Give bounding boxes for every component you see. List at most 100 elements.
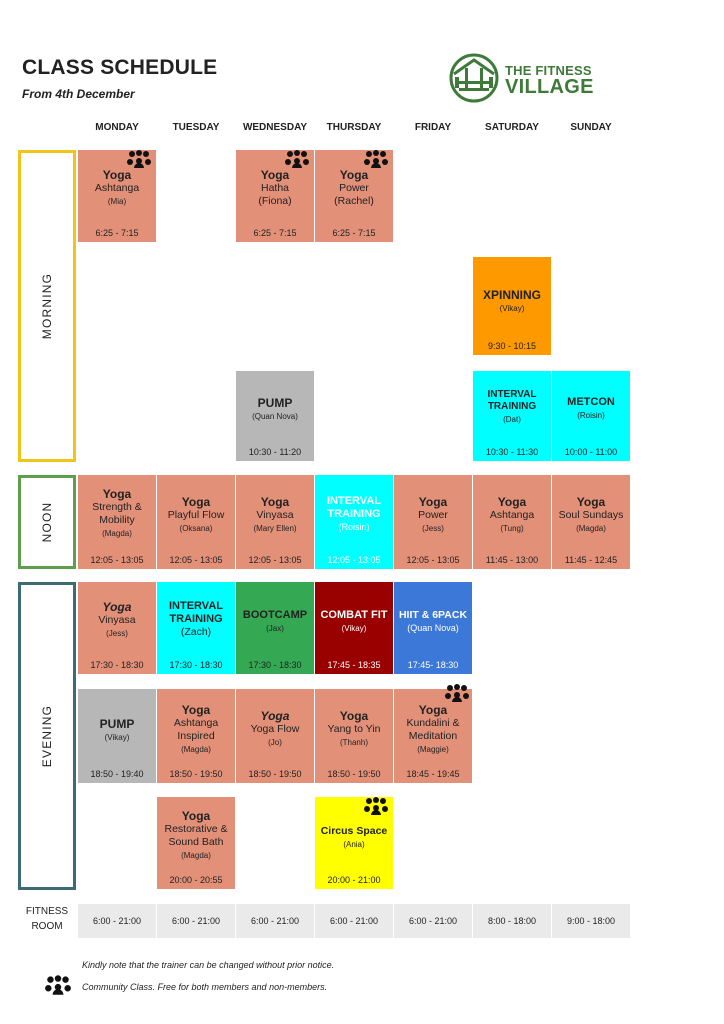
- page-title: CLASS SCHEDULE: [22, 56, 218, 79]
- class-name: INTERVAL TRAINING: [327, 495, 381, 520]
- community-class-icon: [285, 150, 309, 168]
- class-card[interactable]: XPINNING (Vikay) 9:30 - 10:15: [473, 257, 551, 355]
- class-trainer: (Rachel): [334, 195, 374, 207]
- class-card[interactable]: Yoga Hatha (Fiona) 6:25 - 7:15: [236, 150, 314, 242]
- class-time: 12:05 - 13:05: [169, 555, 223, 565]
- class-style: Hatha: [260, 182, 290, 194]
- class-card[interactable]: COMBAT FIT (Vikay) 17:45 - 18:35: [315, 582, 393, 674]
- fitness-room-hours-tuesday: 6:00 - 21:00: [157, 904, 235, 938]
- day-header-monday: MONDAY: [95, 122, 139, 133]
- class-trainer: (Mary Ellen): [253, 524, 297, 533]
- class-trainer: (Vikay): [104, 733, 130, 742]
- fitness-room-hours-monday: 6:00 - 21:00: [78, 904, 156, 938]
- class-card[interactable]: Yoga Ashtanga (Tung) 11:45 - 13:00: [473, 475, 551, 569]
- fitness-room-hours-thursday: 6:00 - 21:00: [315, 904, 393, 938]
- class-time: 11:45 - 12:45: [564, 555, 618, 565]
- class-card[interactable]: Yoga Playful Flow (Oksana) 12:05 - 13:05: [157, 475, 235, 569]
- class-time: 20:00 - 20:55: [169, 875, 223, 885]
- class-trainer: (Vikay): [499, 304, 525, 313]
- class-trainer: (Magda): [181, 745, 211, 754]
- class-trainer: (Fiona): [258, 195, 292, 207]
- section-noon: NOON: [18, 475, 76, 569]
- class-card[interactable]: METCON (Roisin) 10:00 - 11:00: [552, 371, 630, 461]
- class-card[interactable]: Yoga Ashtanga Inspired (Magda) 18:50 - 1…: [157, 689, 235, 783]
- class-card[interactable]: Yoga Vinyasa (Mary Ellen) 12:05 - 13:05: [236, 475, 314, 569]
- class-style: Strength & Mobility: [92, 501, 142, 526]
- class-card[interactable]: Circus Space (Ania) 20:00 - 21:00: [315, 797, 393, 889]
- community-class-note: Community Class. Free for both members a…: [82, 982, 328, 992]
- class-card[interactable]: Yoga Kundalini & Meditation (Maggie) 18:…: [394, 684, 472, 783]
- class-trainer: (Roisin): [577, 411, 605, 420]
- fitness-room-label-line1: FITNESS: [25, 906, 69, 917]
- class-card[interactable]: PUMP (Vikay) 18:50 - 19:40: [78, 689, 156, 783]
- class-name: Yoga: [418, 495, 448, 509]
- class-card[interactable]: Yoga Ashtanga (Mia) 6:25 - 7:15: [78, 150, 156, 242]
- class-trainer: (Oksana): [179, 524, 213, 533]
- class-trainer: (Magda): [576, 524, 606, 533]
- class-name: Yoga: [260, 495, 290, 509]
- class-card[interactable]: Yoga Restorative & Sound Bath (Magda) 20…: [157, 797, 235, 889]
- class-time: 17:30 - 18:30: [248, 660, 302, 670]
- class-style: Power: [339, 182, 369, 194]
- class-time: 10:30 - 11:20: [248, 447, 302, 457]
- class-card[interactable]: Yoga Strength & Mobility (Magda) 12:05 -…: [78, 475, 156, 569]
- section-label-noon: NOON: [40, 501, 54, 543]
- class-time: 17:45 - 18:35: [327, 660, 381, 670]
- class-style: Ashtanga: [94, 182, 140, 194]
- class-card[interactable]: BOOTCAMP (Jax) 17:30 - 18:30: [236, 582, 314, 674]
- class-name: Yoga: [260, 709, 290, 723]
- class-time: 6:25 - 7:15: [95, 228, 139, 238]
- fitness-village-logo: THE FITNESS VILLAGE: [448, 52, 688, 104]
- class-style: Ashtanga Inspired: [173, 717, 219, 742]
- class-card[interactable]: PUMP (Quan Nova) 10:30 - 11:20: [236, 371, 314, 461]
- class-trainer: (Quan Nova): [252, 412, 298, 421]
- class-name: METCON: [567, 396, 615, 408]
- community-class-icon: [364, 797, 388, 815]
- class-trainer: (Roisin): [338, 522, 370, 532]
- class-card[interactable]: INTERVAL TRAINING (Dat) 10:30 - 11:30: [473, 371, 551, 461]
- class-name: BOOTCAMP: [242, 609, 308, 621]
- class-name: Yoga: [181, 495, 211, 509]
- class-style: Restorative & Sound Bath: [164, 823, 228, 848]
- class-card[interactable]: HIIT & 6PACK (Quan Nova) 17:45- 18:30: [394, 582, 472, 674]
- class-card[interactable]: Yoga Yoga Flow (Jo) 18:50 - 19:50: [236, 689, 314, 783]
- fitness-room-label: FITNESS ROOM: [18, 904, 76, 934]
- day-header-tuesday: TUESDAY: [172, 122, 220, 133]
- class-name: PUMP: [257, 396, 293, 410]
- class-trainer: (Zach): [180, 626, 212, 638]
- class-card[interactable]: Yoga Soul Sundays (Magda) 11:45 - 12:45: [552, 475, 630, 569]
- fitness-room-label-line2: ROOM: [31, 921, 63, 932]
- class-time: 6:25 - 7:15: [332, 228, 376, 238]
- class-time: 20:00 - 21:00: [327, 875, 381, 885]
- class-name: HIIT & 6PACK: [398, 609, 468, 621]
- day-header-thursday: THURSDAY: [326, 122, 382, 133]
- class-name: PUMP: [99, 717, 135, 731]
- class-card[interactable]: Yoga Vinyasa (Jess) 17:30 - 18:30: [78, 582, 156, 674]
- class-trainer: (Magda): [102, 529, 132, 538]
- section-label-evening: EVENING: [40, 704, 54, 768]
- class-time: 12:05 - 13:05: [248, 555, 302, 565]
- class-time: 17:30 - 18:30: [90, 660, 144, 670]
- class-time: 18:50 - 19:50: [248, 769, 302, 779]
- community-class-icon: [364, 150, 388, 168]
- class-name: Yoga: [181, 703, 211, 717]
- class-time: 12:05 - 13:05: [90, 555, 144, 565]
- class-style: Kundalini & Meditation: [406, 717, 460, 742]
- section-label-morning: MORNING: [40, 272, 54, 340]
- class-card[interactable]: Yoga Power (Jess) 12:05 - 13:05: [394, 475, 472, 569]
- community-class-icon: [445, 684, 469, 702]
- class-card[interactable]: Yoga Yang to Yin (Thanh) 18:50 - 19:50: [315, 689, 393, 783]
- class-name: INTERVAL TRAINING: [487, 389, 537, 412]
- class-card[interactable]: Yoga Power (Rachel) 6:25 - 7:15: [315, 150, 393, 242]
- class-trainer: (Thanh): [339, 738, 368, 747]
- class-style: Power: [418, 509, 448, 521]
- class-name: Yoga: [339, 709, 369, 723]
- class-time: 12:05 - 13:05: [406, 555, 460, 565]
- class-name: Circus Space: [320, 825, 388, 837]
- class-card[interactable]: INTERVAL TRAINING (Roisin) 12:05 - 13:05: [315, 475, 393, 569]
- day-header-sunday: SUNDAY: [570, 122, 612, 133]
- fitness-room-hours-saturday: 8:00 - 18:00: [473, 904, 551, 938]
- class-style: Soul Sundays: [558, 509, 624, 521]
- class-card[interactable]: INTERVAL TRAINING (Zach) 17:30 - 18:30: [157, 582, 235, 674]
